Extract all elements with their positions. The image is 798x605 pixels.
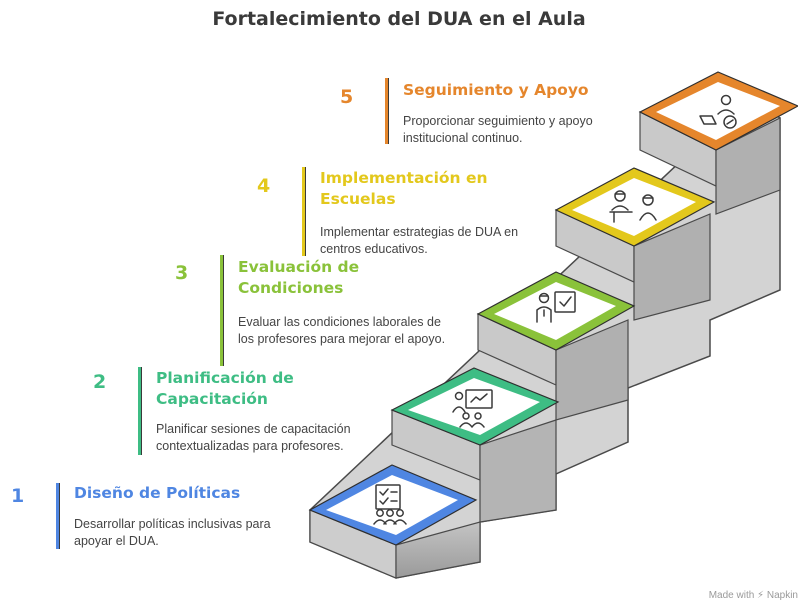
step-4-description: Implementar estrategias de DUA en centro… [320, 225, 519, 256]
step-2-tread [390, 367, 560, 446]
policy-checklist-group-icon [373, 484, 407, 525]
step-5-bar [385, 78, 389, 144]
step-1-description: Desarrollar políticas inclusivas para ap… [74, 517, 271, 548]
step-5-description: Proporcionar seguimiento y apoyo institu… [403, 114, 593, 145]
step-5-title: Seguimiento y Apoyo [403, 81, 589, 99]
step-5-tread [638, 71, 798, 151]
step-2-number: 2 [93, 371, 107, 393]
step-4-bar [302, 167, 306, 256]
step-1-tread [308, 464, 478, 546]
diagram-title: Fortalecimiento del DUA en el Aula [212, 8, 586, 30]
step-1-title: Diseño de Políticas [74, 484, 241, 502]
mentor-support-icon [699, 94, 737, 129]
footer-watermark: Made with ⚡ Napkin [708, 590, 798, 601]
step-1-number: 1 [11, 485, 25, 507]
step-5-number: 5 [340, 86, 354, 108]
teacher-student-icon [609, 190, 657, 223]
step-3-bar [220, 255, 224, 366]
step-1-bar [56, 483, 60, 549]
step-2-title: Planificación de Capacitación [156, 369, 294, 408]
presentation-training-icon [452, 389, 493, 428]
evaluation-checkboard-icon [536, 291, 576, 323]
step-4-tread [554, 167, 716, 247]
step-4-title: Implementación en Escuelas [320, 169, 488, 208]
step-4-number: 4 [257, 175, 271, 197]
step-3-title: Evaluación de Condiciones [238, 258, 360, 297]
step-2-bar [138, 367, 142, 455]
step-3-description: Evaluar las condiciones laborales de los… [238, 315, 446, 346]
step-3-number: 3 [175, 262, 189, 284]
step-2-description: Planificar sesiones de capacitación cont… [156, 422, 351, 453]
